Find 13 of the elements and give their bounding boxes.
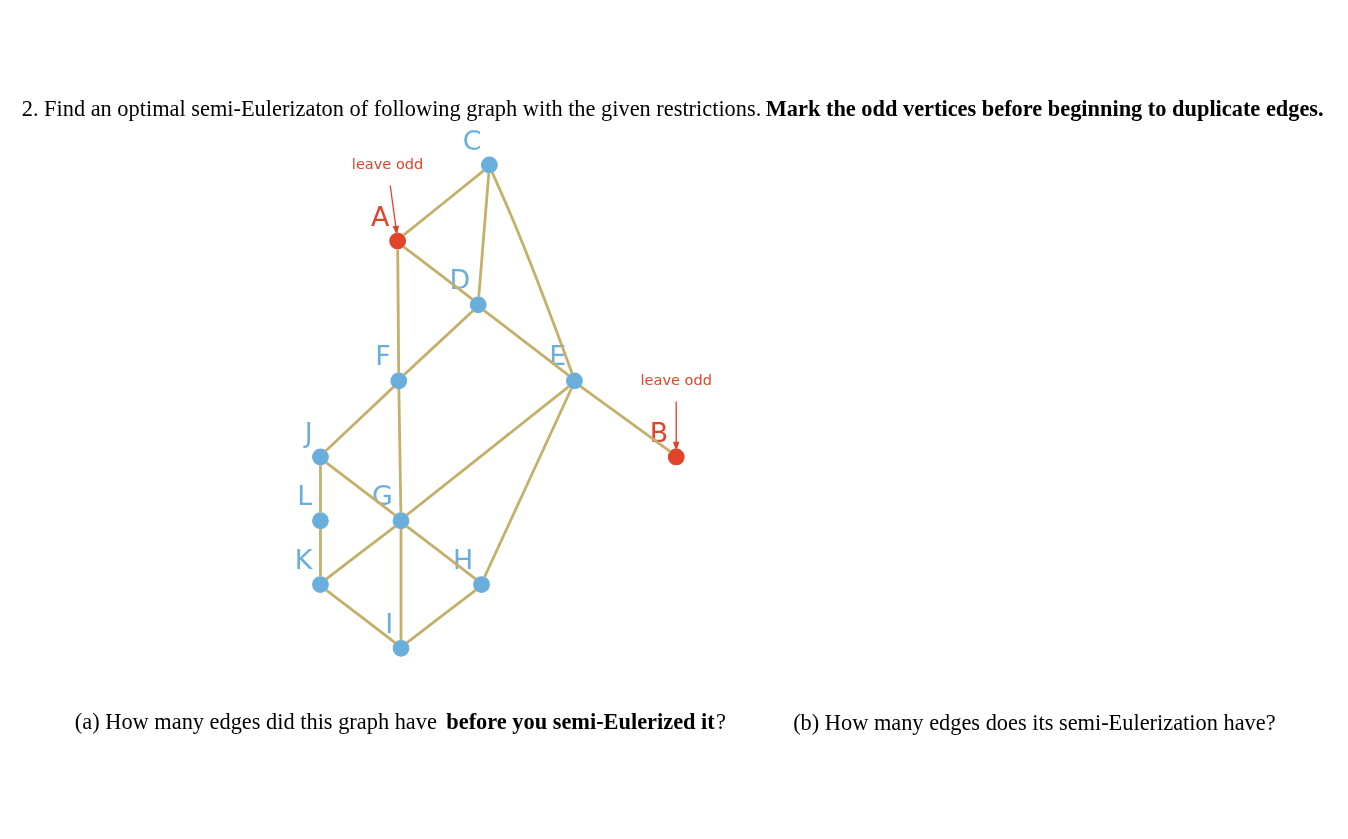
node-text: leave odd [640, 371, 712, 388]
node-label: C [462, 124, 482, 156]
label: (a) How many edges did this graph have before you semi-Eulerized it? [74, 708, 726, 734]
node-label: I [385, 607, 394, 639]
node-text: leave odd [351, 155, 424, 172]
node-label: F [375, 340, 391, 372]
label: (b) How many edges does its semi-Eulerization have? [793, 709, 1276, 735]
node-label: K [294, 544, 313, 576]
node-label: L [297, 480, 313, 512]
diagram-title: 2. Find an optimal semi-Eulerizaton of following graph with the given restrictions. Mark the odd vertices before beginning to duplicate edges. [21, 95, 1324, 121]
node-label: H [453, 544, 474, 576]
node-label: J [304, 416, 313, 448]
node-label: A [371, 200, 390, 232]
